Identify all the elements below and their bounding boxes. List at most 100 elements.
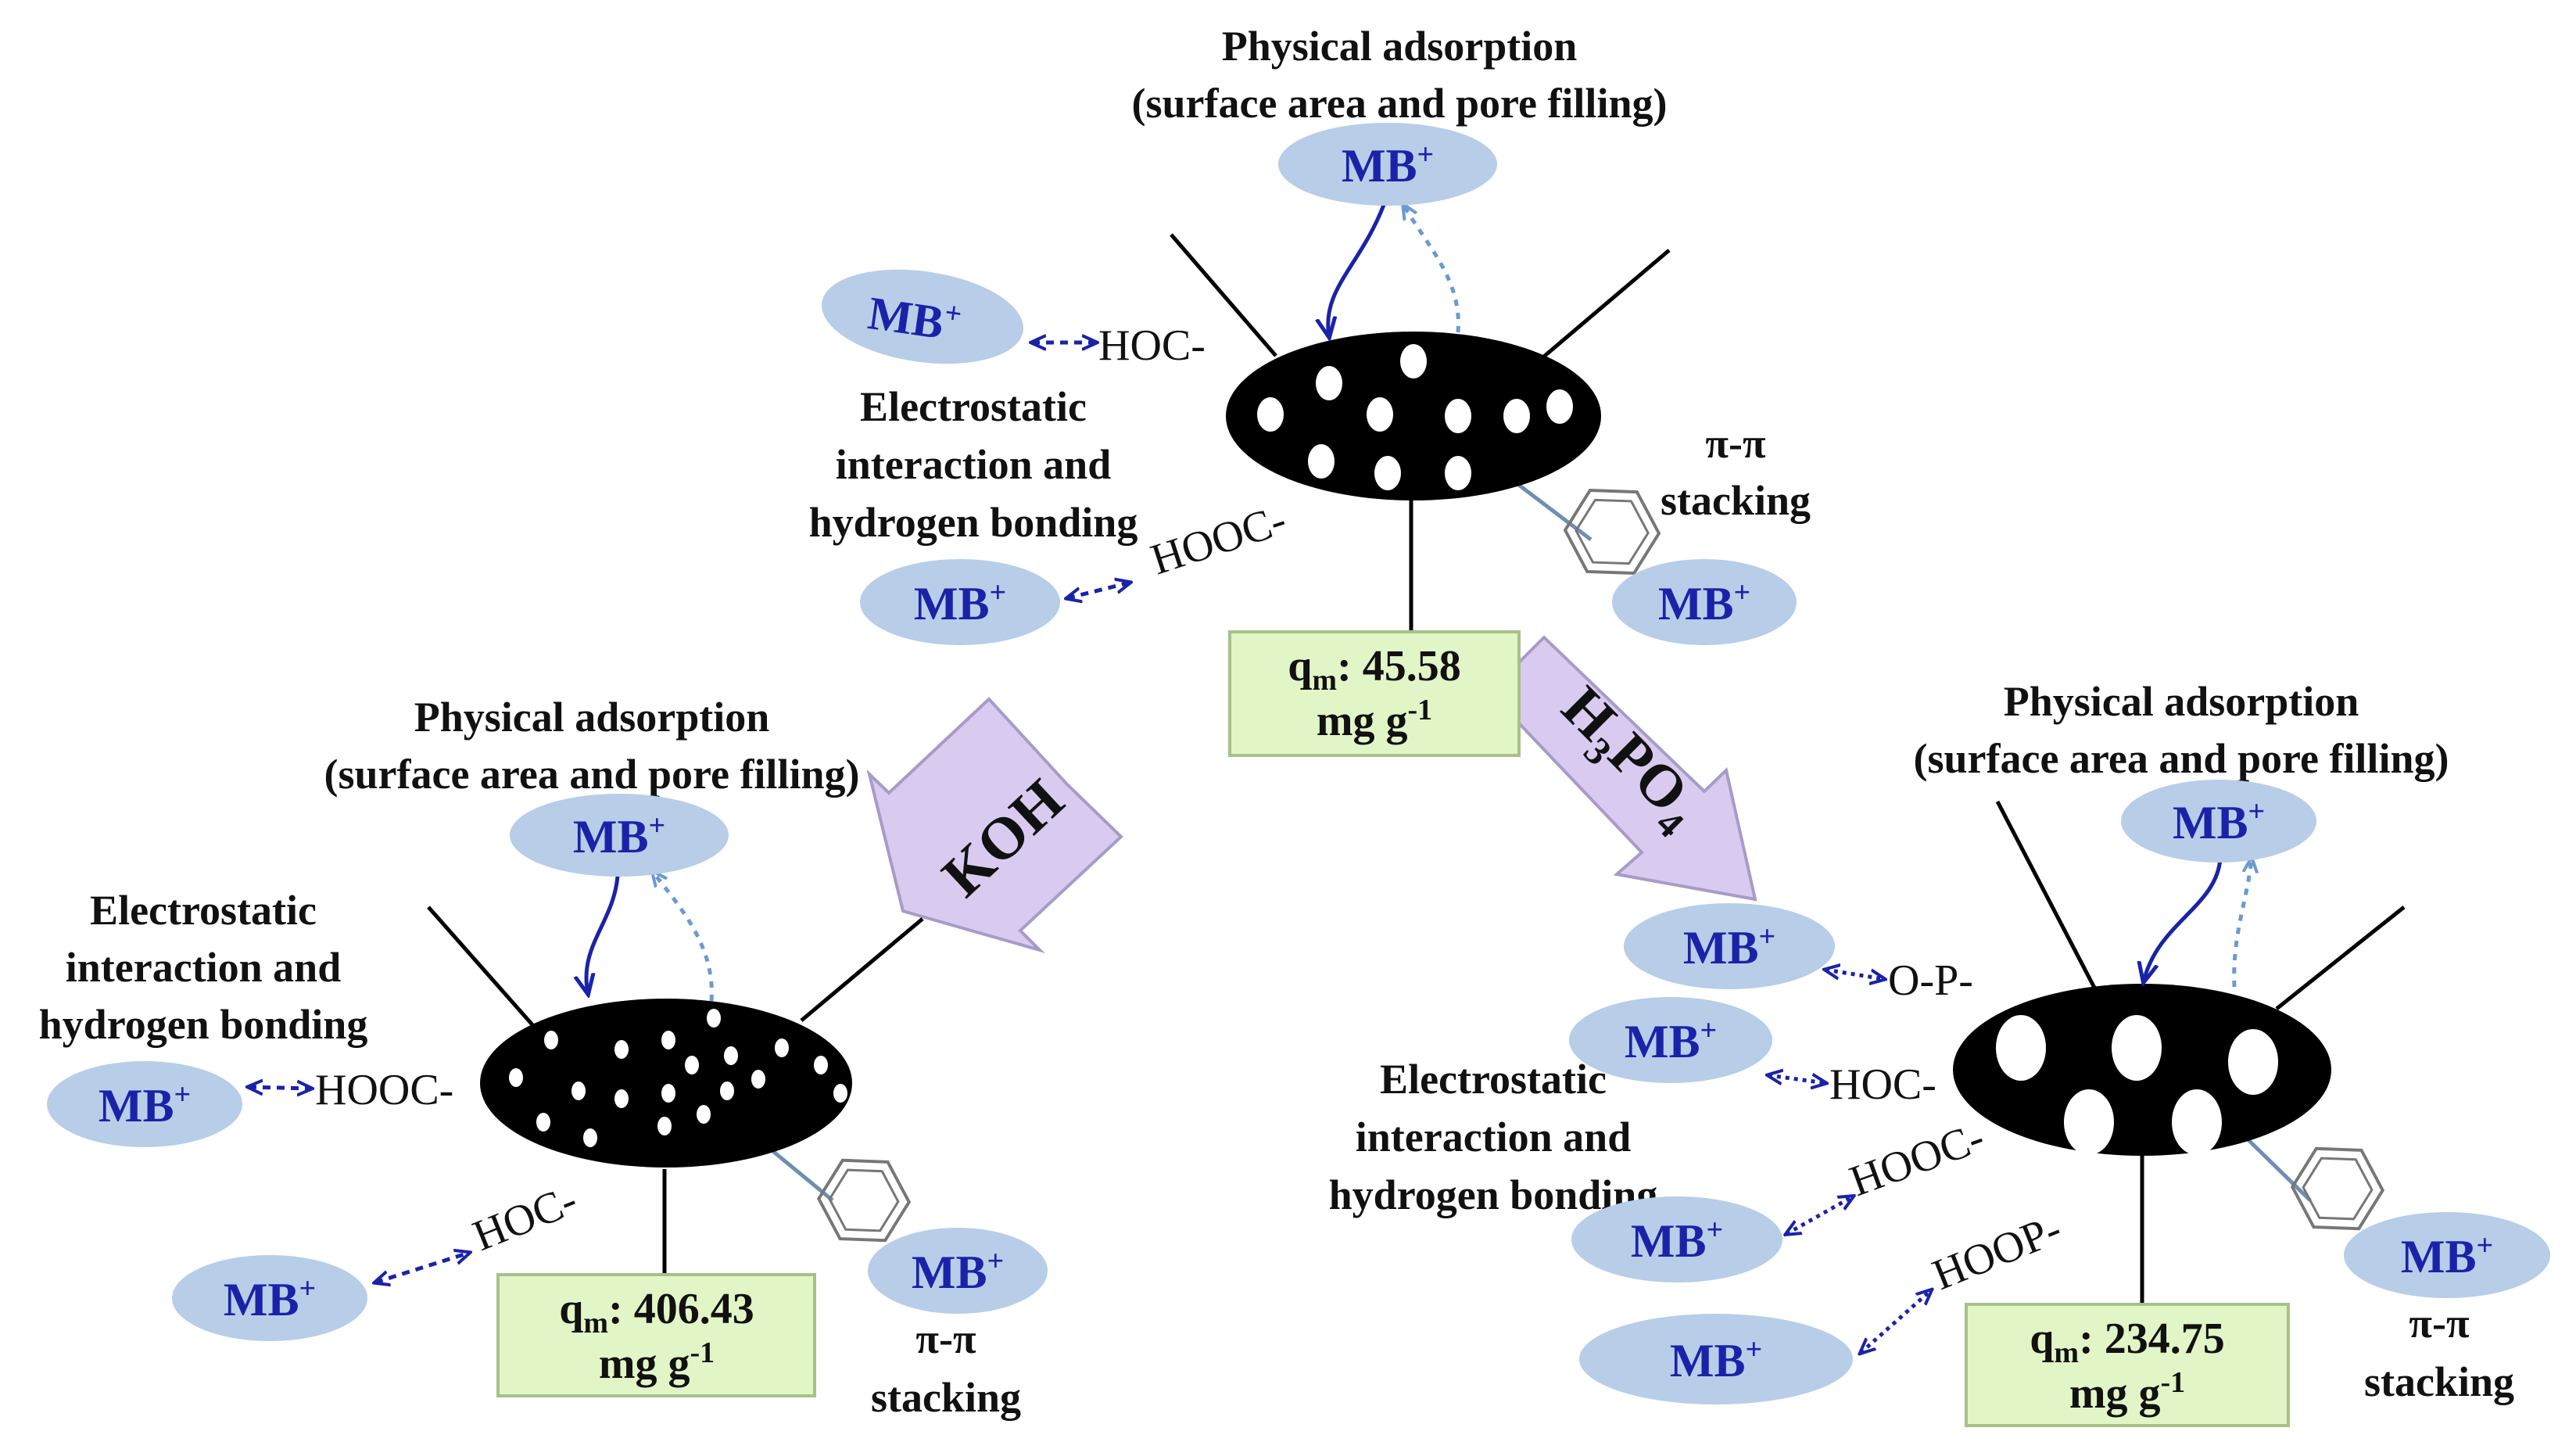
top-qm-box: qm: 45.58 mg g-1 bbox=[1228, 630, 1521, 757]
svg-text:mg g-1: mg g-1 bbox=[1317, 694, 1432, 745]
top-pi-label-2: stacking bbox=[1661, 477, 1811, 524]
h3po4-group-hoc: HOC- bbox=[1829, 1060, 1936, 1109]
h3po4-pi-stacking-link bbox=[2241, 1132, 2312, 1202]
top-hooc-interaction-arrow bbox=[1067, 583, 1130, 598]
svg-text:MB+: MB+ bbox=[1625, 1014, 1717, 1067]
top-benzene-ring-icon bbox=[1563, 488, 1661, 576]
svg-text:MB+: MB+ bbox=[912, 1245, 1004, 1298]
h3po4-particle-spike bbox=[2275, 906, 2406, 1010]
h3po4-hooc-interaction-arrow bbox=[1786, 1196, 1853, 1234]
koh-hooc-interaction-arrow bbox=[249, 1087, 311, 1089]
koh-physical-adsorption-arrow bbox=[586, 875, 620, 993]
koh-pi-label-1: π-π bbox=[915, 1315, 976, 1362]
svg-text:mg g-1: mg g-1 bbox=[2069, 1366, 2185, 1418]
svg-text:MB+: MB+ bbox=[1670, 1333, 1762, 1386]
koh-physical-adsorption-subtitle: (surface area and pore filling) bbox=[324, 751, 860, 798]
koh-desorption-arrow bbox=[653, 872, 714, 1002]
svg-text:MB+: MB+ bbox=[573, 809, 665, 863]
h3po4-arrow-shape bbox=[1487, 635, 1757, 902]
h3po4-mb-cation-physical: MB+ bbox=[2121, 780, 2316, 863]
h3po4-mb-cation-hooc: MB+ bbox=[1571, 1196, 1782, 1282]
svg-text:MB+: MB+ bbox=[914, 576, 1006, 630]
h3po4-particle-spike bbox=[1995, 800, 2098, 991]
svg-text:MB+: MB+ bbox=[99, 1078, 191, 1132]
koh-arrow: KOH bbox=[866, 697, 1123, 954]
svg-text:qm: 234.75: qm: 234.75 bbox=[2030, 1315, 2224, 1369]
koh-electrostatic-label-1: Electrostatic bbox=[90, 887, 317, 934]
koh-group-hoc: HOC- bbox=[467, 1175, 584, 1261]
h3po4-mb-cation-pi: MB+ bbox=[2344, 1212, 2550, 1298]
koh-qm-box: qm: 406.43 mg g-1 bbox=[496, 1273, 816, 1397]
koh-mb-cation-physical: MB+ bbox=[510, 794, 729, 877]
koh-mb-cation-hooc: MB+ bbox=[47, 1061, 242, 1147]
h3po4-group-hoop: HOOP- bbox=[1926, 1204, 2069, 1300]
koh-arrow-shape bbox=[866, 697, 1123, 954]
h3po4-group-hooc: HOOC- bbox=[1843, 1113, 1990, 1206]
koh-physical-adsorption-title: Physical adsorption bbox=[414, 694, 770, 741]
h3po4-hoop-interaction-arrow bbox=[1861, 1290, 1931, 1353]
top-electrostatic-label-3: hydrogen bonding bbox=[809, 499, 1138, 546]
koh-pi-label-2: stacking bbox=[871, 1374, 1021, 1421]
top-physical-adsorption-title: Physical adsorption bbox=[1222, 23, 1578, 70]
top-electrostatic-label-2: interaction and bbox=[836, 441, 1112, 488]
top-desorption-arrow bbox=[1403, 205, 1460, 333]
svg-text:MB+: MB+ bbox=[1631, 1214, 1723, 1267]
h3po4-hoc-interaction-arrow bbox=[1768, 1075, 1825, 1083]
svg-text:MB+: MB+ bbox=[1683, 920, 1775, 974]
koh-particle-pores bbox=[509, 1009, 847, 1147]
top-particle-spike bbox=[1539, 249, 1671, 361]
koh-carbon-particle bbox=[480, 999, 852, 1168]
svg-text:MB+: MB+ bbox=[224, 1272, 316, 1325]
top-particle-pores bbox=[1257, 344, 1573, 490]
top-mb-cation-physical: MB+ bbox=[1278, 123, 1497, 206]
svg-text:MB+: MB+ bbox=[1342, 138, 1434, 192]
h3po4-pi-label-1: π-π bbox=[2409, 1300, 2470, 1347]
h3po4-particle-pores bbox=[1996, 1015, 2278, 1155]
koh-particle-spike bbox=[800, 917, 924, 1022]
h3po4-mb-cation-op: MB+ bbox=[1624, 903, 1835, 989]
top-electrostatic-label-1: Electrostatic bbox=[860, 383, 1087, 430]
h3po4-pi-label-2: stacking bbox=[2364, 1358, 2514, 1405]
svg-text:MB+: MB+ bbox=[1658, 576, 1750, 630]
koh-electrostatic-label-2: interaction and bbox=[66, 944, 342, 991]
h3po4-group-op: O-P- bbox=[1888, 956, 1973, 1005]
h3po4-mb-cation-hoop: MB+ bbox=[1579, 1314, 1853, 1404]
h3po4-adsorbent-panel: Physical adsorption (surface area and po… bbox=[1329, 678, 2550, 1427]
top-group-hooc: HOOC- bbox=[1145, 496, 1292, 585]
top-physical-adsorption-arrow bbox=[1328, 204, 1386, 336]
koh-hoc-interaction-arrow bbox=[375, 1253, 469, 1282]
koh-benzene-ring-icon bbox=[816, 1158, 912, 1243]
top-mb-cation-pi: MB+ bbox=[1612, 559, 1797, 645]
h3po4-qm-box: qm: 234.75 mg g-1 bbox=[1965, 1303, 2290, 1427]
svg-text:MB+: MB+ bbox=[865, 285, 964, 351]
top-physical-adsorption-subtitle: (surface area and pore filling) bbox=[1132, 80, 1668, 127]
h3po4-physical-adsorption-subtitle: (surface area and pore filling) bbox=[1914, 735, 2449, 782]
h3po4-electrostatic-label-2: interaction and bbox=[1356, 1114, 1632, 1160]
h3po4-physical-adsorption-arrow bbox=[2144, 858, 2223, 981]
h3po4-electrostatic-label-1: Electrostatic bbox=[1380, 1056, 1607, 1103]
svg-text:qm: 406.43: qm: 406.43 bbox=[559, 1285, 754, 1340]
koh-electrostatic-label-3: hydrogen bonding bbox=[39, 1001, 368, 1048]
h3po4-mb-cation-hoc: MB+ bbox=[1569, 997, 1772, 1083]
svg-text:qm: 45.58: qm: 45.58 bbox=[1288, 642, 1460, 697]
top-particle-spike bbox=[1170, 233, 1277, 357]
koh-mb-cation-hoc: MB+ bbox=[172, 1255, 367, 1341]
koh-particle-spike bbox=[427, 906, 537, 1030]
top-mb-cation-hooc: MB+ bbox=[860, 559, 1060, 645]
svg-text:mg g-1: mg g-1 bbox=[599, 1336, 715, 1388]
top-adsorbent-panel: Physical adsorption (surface area and po… bbox=[809, 23, 1811, 757]
svg-text:MB+: MB+ bbox=[2173, 795, 2265, 848]
koh-group-hooc: HOOC- bbox=[315, 1066, 453, 1114]
h3po4-arrow: H3PO4 bbox=[1487, 635, 1757, 902]
h3po4-benzene-ring-icon bbox=[2290, 1146, 2385, 1231]
h3po4-arrow-label: H3PO4 bbox=[1543, 674, 1715, 846]
top-mb-cation-hoc: MB+ bbox=[822, 269, 1023, 364]
h3po4-op-interaction-arrow bbox=[1825, 970, 1884, 979]
top-pi-label-1: π-π bbox=[1705, 420, 1766, 467]
h3po4-desorption-arrow bbox=[2232, 859, 2252, 988]
h3po4-physical-adsorption-title: Physical adsorption bbox=[2004, 678, 2359, 725]
koh-mb-cation-pi: MB+ bbox=[868, 1228, 1048, 1314]
koh-adsorbent-panel: Physical adsorption (surface area and po… bbox=[39, 694, 1048, 1421]
svg-text:MB+: MB+ bbox=[2401, 1229, 2493, 1282]
